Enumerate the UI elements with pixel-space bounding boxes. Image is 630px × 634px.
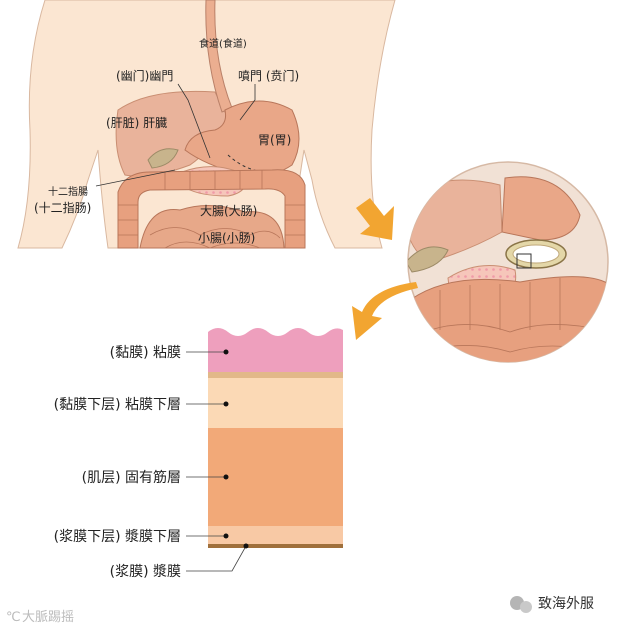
layer-labels: (黏膜) 粘膜 (黏膜下层) 粘膜下層 (肌层) 固有筋層 (浆膜下层) 漿膜下… — [54, 345, 181, 580]
large-intestine-label: 大腸(大肠) — [200, 204, 257, 218]
esophagus-label: 食道(食道) — [199, 37, 247, 50]
duodenum-label-cn: (十二指肠) — [34, 200, 91, 215]
zoom-arrow-down-right — [356, 198, 394, 240]
watermark: ℃ 大脈踢摇 — [6, 610, 74, 625]
small-intestine — [139, 204, 285, 249]
magnified-view — [407, 161, 609, 363]
layer-section — [208, 328, 343, 548]
brand-mark: 致海外服 — [510, 596, 594, 613]
layer-serosa — [208, 544, 343, 548]
liver-label: (肝脏) 肝臓 — [106, 115, 167, 130]
layer-label-serosa: (浆膜) 漿膜 — [110, 564, 181, 580]
duodenum-label-jp: 十二指腸 — [48, 185, 88, 198]
torso-labels: 食道(食道) (幽门)幽門 噴門 (贲门) (肝脏) 肝臓 胃(胃) 十二指腸 … — [34, 37, 299, 245]
watermark-text: 大脈踢摇 — [22, 610, 74, 625]
magnified-gallbladder — [408, 246, 449, 273]
layer-label-subserosa: (浆膜下层) 漿膜下層 — [54, 529, 181, 545]
layer-mucosa — [208, 328, 343, 380]
mucosa-boundary — [208, 372, 343, 378]
layer-leaders — [186, 351, 247, 572]
pylorus-label: (幽门)幽門 — [116, 68, 173, 83]
layer-label-mucosa: (黏膜) 粘膜 — [110, 345, 181, 361]
layer-dots — [223, 349, 249, 549]
stomach-label: 胃(胃) — [258, 133, 291, 147]
small-intestine-loops — [149, 227, 281, 249]
section-marker — [516, 253, 532, 269]
torso-leaders — [95, 83, 256, 187]
magnified-stomach — [501, 176, 581, 241]
layer-muscularis — [208, 428, 343, 526]
layer-label-muscularis: (肌层) 固有筋層 — [82, 469, 181, 486]
colon-segments — [118, 170, 305, 236]
layer-label-submucosa: (黏膜下层) 粘膜下層 — [54, 397, 181, 413]
layer-subserosa — [208, 526, 343, 544]
watermark-icon: ℃ — [6, 610, 21, 625]
zoom-arrow-down-left — [352, 282, 418, 340]
brand-text: 致海外服 — [538, 596, 594, 612]
cardia-label: 噴門 (贲门) — [238, 68, 299, 83]
gallbladder — [147, 148, 179, 169]
layer-submucosa — [208, 378, 343, 428]
small-intestine-label: 小腸(小肠) — [198, 231, 255, 245]
